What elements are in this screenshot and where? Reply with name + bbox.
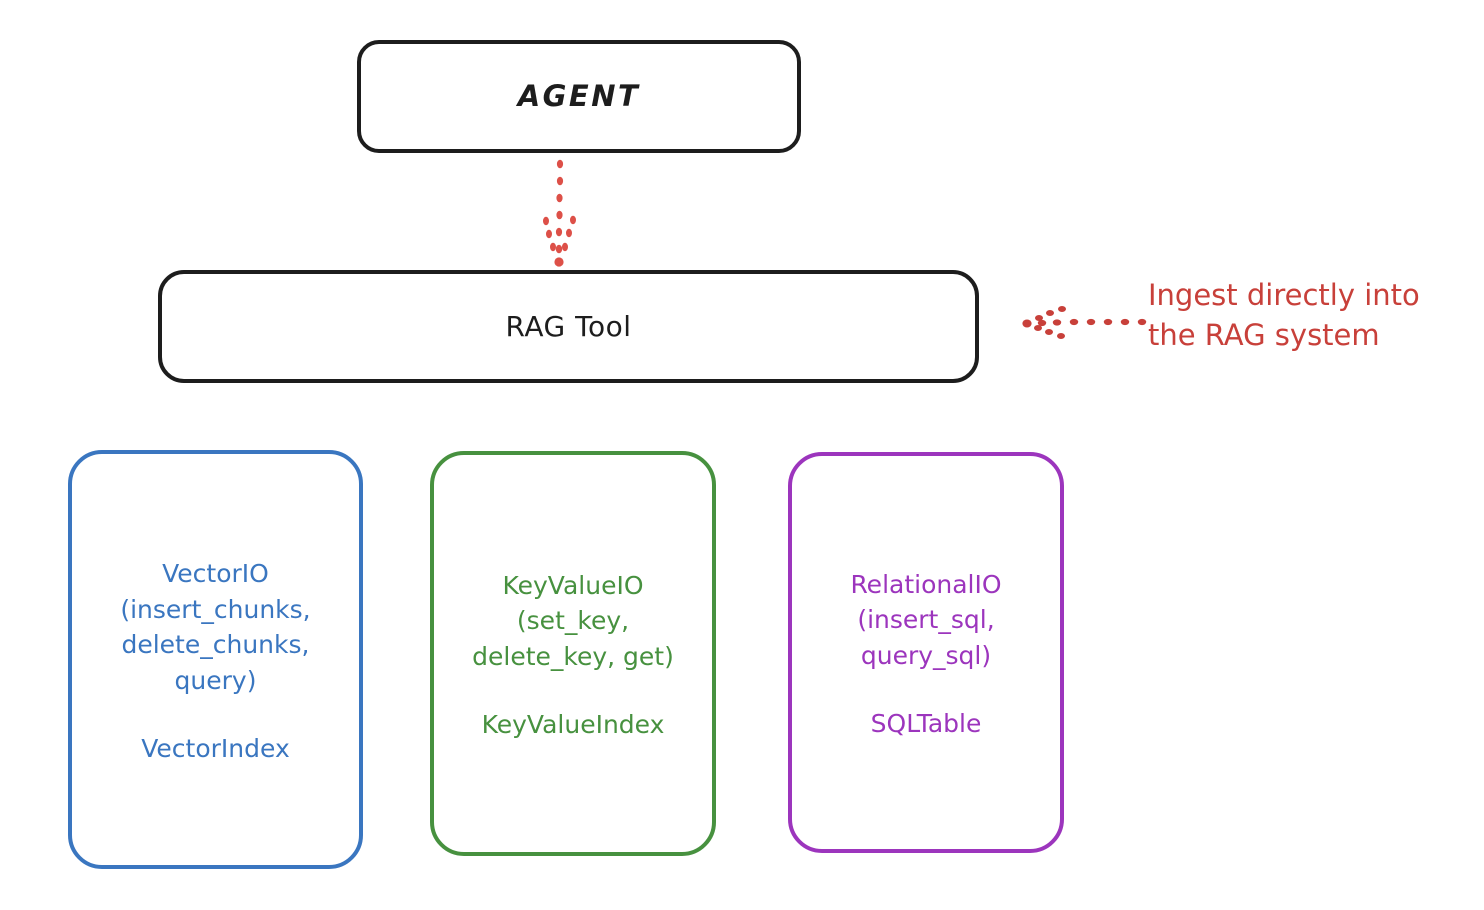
vector-io-api-label: VectorIO (insert_chunks, delete_chunks, … bbox=[120, 559, 311, 695]
rag-tool-node[interactable]: RAG Tool bbox=[158, 270, 979, 383]
ingest-to-rag-tool-arrow bbox=[1022, 306, 1147, 339]
key-value-io-api-label: KeyValueIO (set_key, delete_key, get) bbox=[472, 570, 674, 671]
relational-io-index-label: SQLTable bbox=[870, 709, 982, 739]
relational-io-api-label: RelationalIO (insert_sql, query_sql) bbox=[850, 569, 1002, 670]
agent-node-label: AGENT bbox=[517, 79, 641, 114]
agent-node[interactable]: AGENT bbox=[357, 40, 801, 153]
ingest-annotation-label: Ingest directly into the RAG system bbox=[1148, 278, 1420, 353]
key-value-io-node[interactable]: KeyValueIO (set_key, delete_key, get) Ke… bbox=[430, 451, 716, 856]
rag-tool-node-label: RAG Tool bbox=[505, 309, 632, 343]
vector-io-node[interactable]: VectorIO (insert_chunks, delete_chunks, … bbox=[68, 450, 363, 869]
relational-io-node[interactable]: RelationalIO (insert_sql, query_sql) SQL… bbox=[788, 452, 1064, 853]
agent-to-ragtool-arrow bbox=[543, 159, 576, 267]
key-value-io-index-label: KeyValueIndex bbox=[481, 710, 665, 740]
vector-io-index-label: VectorIndex bbox=[141, 734, 290, 763]
